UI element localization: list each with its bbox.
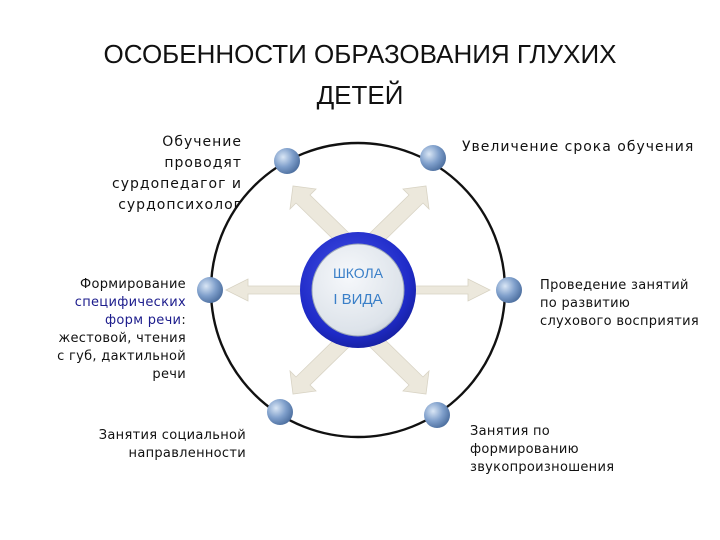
page-title: ОСОБЕННОСТИ ОБРАЗОВАНИЯ ГЛУХИХ ДЕТЕЙ (40, 34, 680, 116)
label-top-left-line: проводят (164, 155, 242, 171)
label-mid-left-accent: специфических (74, 295, 186, 310)
node-sphere-icon (420, 145, 446, 171)
label-mid-left: Формирование специфических форм речи: же… (57, 276, 186, 384)
node-sphere-icon (274, 148, 300, 174)
center-label-1: ШКОЛА (332, 265, 384, 281)
label-mid-left-accent-line: форм речи: (57, 312, 186, 330)
label-top-left: Обучение проводят сурдопедагог и сурдопс… (112, 132, 242, 216)
label-mid-left-line: жестовой, чтения (58, 331, 186, 346)
arrow-icon (367, 185, 430, 244)
node-sphere-icon (496, 277, 522, 303)
label-bottom-right-line: формированию (470, 442, 579, 457)
label-bottom-left: Занятия социальной направленности (99, 427, 246, 463)
title-line-2: ДЕТЕЙ (316, 80, 404, 110)
center-label-2: I ВИДА (333, 291, 383, 308)
label-top-left-line: сурдопсихолог (118, 197, 242, 213)
arrow-icon (367, 336, 430, 395)
label-mid-left-accent-line: специфических (57, 294, 186, 312)
node-sphere-icon (267, 399, 293, 425)
label-mid-right-line: по развитию (540, 296, 631, 311)
label-bottom-right-line: звукопроизношения (470, 460, 615, 475)
label-bottom-left-line: направленности (128, 446, 246, 461)
title-line-1: ОСОБЕННОСТИ ОБРАЗОВАНИЯ ГЛУХИХ (103, 39, 617, 69)
label-mid-left-line: речи (152, 367, 186, 382)
label-mid-left-accent: форм речи (104, 313, 182, 328)
label-mid-right: Проведение занятий по развитию слухового… (540, 277, 720, 331)
arrow-icon (289, 336, 352, 395)
arrow-icon (412, 278, 491, 302)
label-bottom-left-line: Занятия социальной (98, 428, 246, 443)
arrow-icon (225, 278, 304, 302)
label-bottom-right-line: Занятия по (470, 424, 551, 439)
label-top-right-line: Увеличение срока обучения (462, 139, 695, 155)
label-mid-left-line: Формирование (79, 277, 186, 292)
arrow-icon (289, 185, 352, 244)
label-top-right: Увеличение срока обучения (462, 137, 720, 158)
node-sphere-icon (424, 402, 450, 428)
label-top-left-line: сурдопедагог и (112, 176, 242, 192)
label-mid-left-line: с губ, дактильной (57, 349, 186, 364)
label-mid-right-line: слухового восприятия (540, 314, 699, 329)
node-sphere-icon (197, 277, 223, 303)
center-inner-disk (311, 243, 405, 337)
label-mid-left-colon: : (181, 313, 186, 328)
label-bottom-right: Занятия по формированию звукопроизношени… (470, 423, 614, 477)
label-top-left-line: Обучение (162, 134, 242, 150)
label-mid-right-line: Проведение занятий (540, 278, 689, 293)
arrows (225, 185, 491, 395)
